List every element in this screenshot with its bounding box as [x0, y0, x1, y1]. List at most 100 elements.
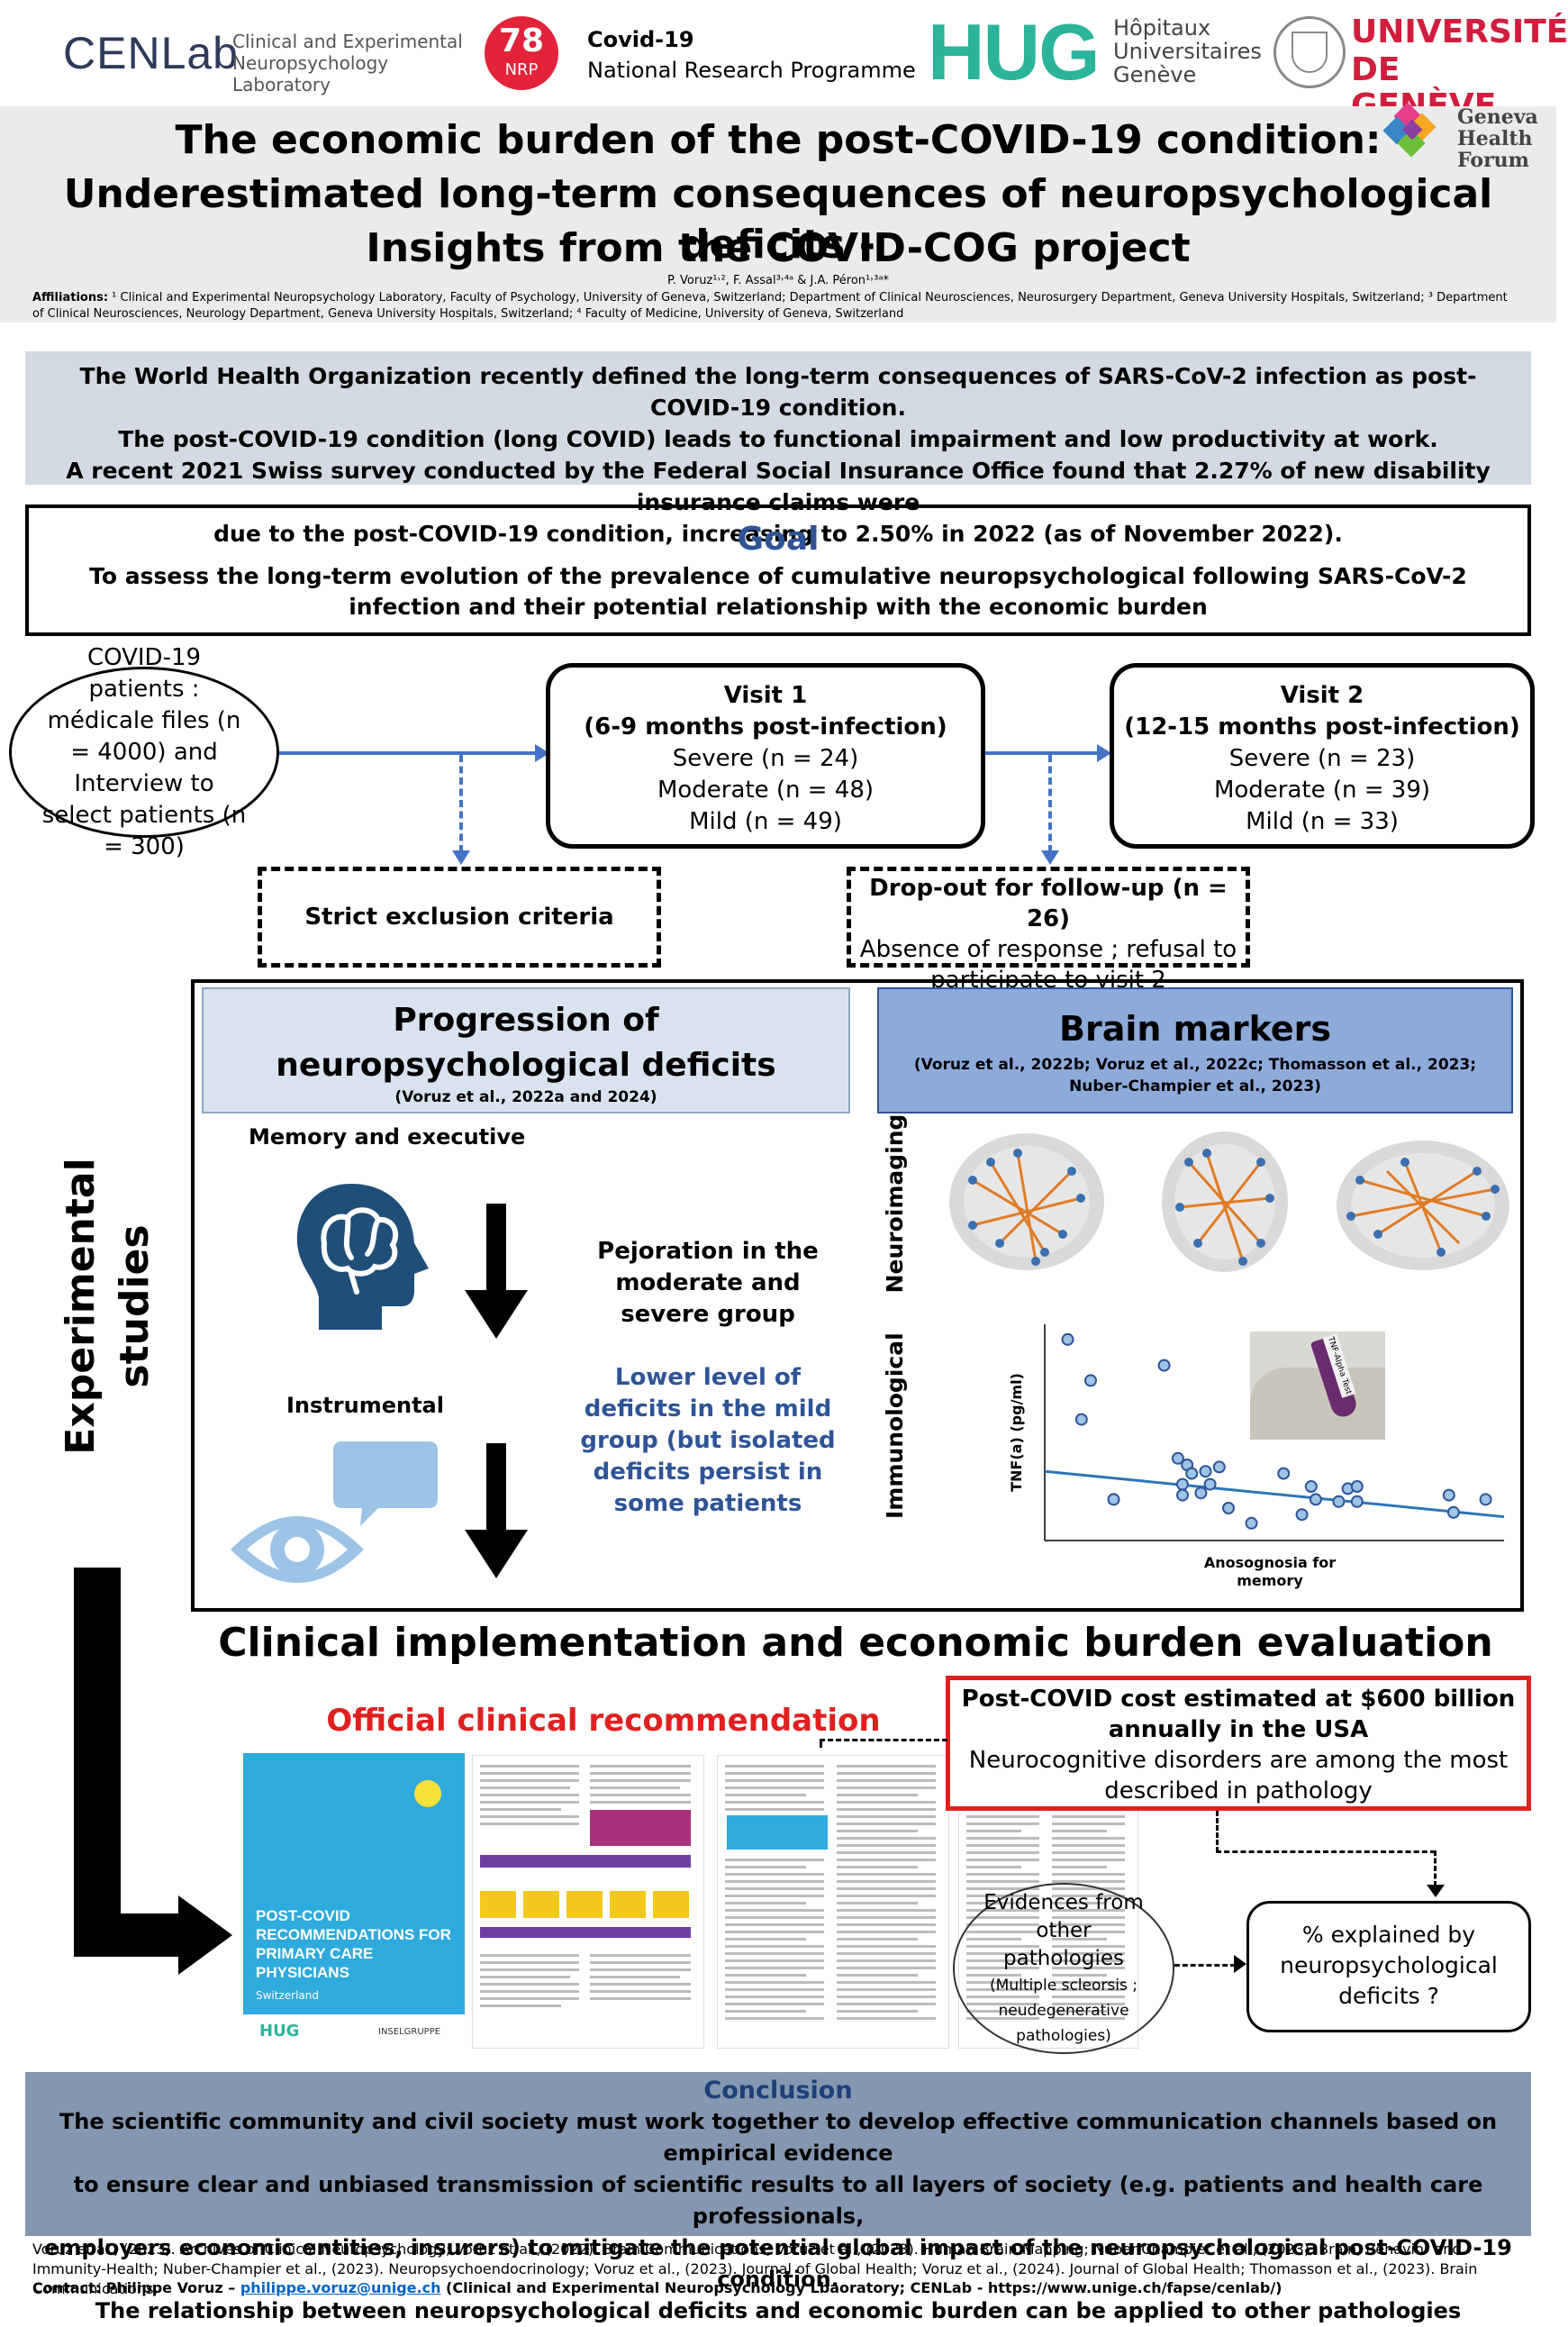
ghf-logo-icon: [1382, 102, 1441, 160]
arrowhead-icon: [1041, 850, 1059, 865]
lower-deficits-text: Lower level of deficits in the mild grou…: [580, 1364, 836, 1517]
dashed-arrow-dropout: [1048, 755, 1052, 852]
header-band: CENLab Clinical and Experimental Neurops…: [0, 0, 1568, 124]
scatter-point: [1084, 1374, 1097, 1387]
goal-title: Goal: [737, 521, 820, 558]
conclusion-line2: to ensure clear and unbiased transmissio…: [73, 2172, 1483, 2229]
visit2-mild: Mild (n = 33): [1246, 808, 1399, 835]
nrp-number: 78: [498, 23, 545, 59]
recommendation-page1: [472, 1755, 704, 2049]
scatter-point: [1309, 1493, 1322, 1506]
exclusion-box: Strict exclusion criteria: [258, 867, 661, 968]
visit1-severe: Severe (n = 24): [672, 745, 859, 772]
intro-line2: The post-COVID-19 condition (long COVID)…: [118, 426, 1438, 452]
cover-hug: HUG: [259, 2022, 300, 2041]
contact-label: Contact: Philippe Voruz –: [32, 2279, 240, 2296]
visit1-subtitle: (6-9 months post-infection): [584, 714, 947, 741]
cost-text: Neurocognitive disorders are among the m…: [968, 1747, 1509, 1804]
scatter-point: [1157, 1359, 1171, 1372]
dashed-connector: [820, 1739, 947, 1741]
conclusion-line4: The relationship between neuropsychologi…: [95, 2298, 1462, 2323]
recommendation-page2: [717, 1755, 949, 2049]
patients-text: COVID-19 patients : médicale files (n = …: [41, 643, 247, 860]
cost-box: Post-COVID cost estimated at $600 billio…: [946, 1676, 1531, 1811]
arrowhead-icon: [1427, 1885, 1445, 1897]
cenlab-subtitle: Clinical and Experimental Neuropsycholog…: [232, 31, 463, 95]
scatter-point: [1350, 1480, 1364, 1493]
dashed-connector: [1216, 1811, 1219, 1852]
scatter-point: [1199, 1465, 1212, 1478]
arrowhead-icon: [1234, 1955, 1246, 1973]
clinical-title: Clinical implementation and economic bur…: [218, 1620, 1493, 1666]
eye-speech-icon: [225, 1432, 441, 1595]
visit1-moderate: Moderate (n = 48): [657, 777, 875, 804]
scatter-point: [1350, 1495, 1364, 1508]
evidence-oval: Evidences from other pathologies (Multip…: [953, 1883, 1174, 2054]
cenlab-logo: CENLab: [63, 28, 239, 78]
experimental-box: [191, 979, 1524, 1612]
nrp-label: NRP: [504, 60, 539, 79]
scatter-point: [1171, 1451, 1184, 1465]
visit1-mild: Mild (n = 49): [689, 808, 842, 835]
arrow-visit1-visit2: [985, 751, 1099, 755]
down-arrow-icon: [465, 1204, 528, 1342]
scatter-point: [1203, 1477, 1217, 1491]
immunological-label: Immunological: [882, 1332, 908, 1519]
experimental-side-label: Experimental studies: [58, 1158, 158, 1455]
brain-image-3: [1337, 1141, 1509, 1270]
scatter-point: [1332, 1495, 1346, 1508]
scatter-point: [1304, 1480, 1318, 1493]
progression-ref: (Voruz et al., 2022a and 2024): [394, 1088, 657, 1106]
scatter-point: [1212, 1460, 1226, 1474]
evidence-small: (Multiple scleorsis ; neudegenerative pa…: [990, 1976, 1137, 2045]
cover-insel: INSELGRUPPE: [378, 2027, 441, 2037]
conclusion-box: Conclusion The scientific community and …: [25, 2072, 1531, 2323]
affiliations: Affiliations: ¹ Clinical and Experimenta…: [32, 290, 1509, 323]
scatter-point: [1074, 1413, 1088, 1426]
title-band: [0, 106, 1556, 323]
brain-markers-title: Brain markers: [1058, 1009, 1331, 1049]
scatter-point: [1222, 1502, 1235, 1514]
recommendation-cover: POST-COVID RECOMMENDATIONS FOR PRIMARY C…: [243, 1753, 465, 2050]
official-recommendation: Official clinical recommendation: [326, 1703, 881, 1739]
scatter-point: [1442, 1488, 1455, 1502]
intro-line1: The World Health Organization recently d…: [79, 363, 1477, 421]
progression-title: Progression of neuropsychological defici…: [276, 1002, 776, 1084]
scatter-point: [1479, 1493, 1492, 1506]
visit2-title: Visit 2: [1280, 682, 1364, 709]
affiliations-text: ¹ Clinical and Experimental Neuropsychol…: [32, 291, 1508, 321]
visit2-subtitle: (12-15 months post-infection): [1124, 714, 1520, 741]
intro-line3: A recent 2021 Swiss survey conducted by …: [66, 458, 1491, 515]
scatter-point: [1245, 1516, 1258, 1530]
evidence-text: Evidences from other pathologies: [983, 1890, 1144, 1970]
scatter-point: [1176, 1477, 1189, 1491]
dashed-connector: [820, 1739, 822, 1748]
intro-box: The World Health Organization recently d…: [25, 351, 1531, 547]
goal-text: To assess the long-term evolution of the…: [89, 563, 1467, 620]
ghf-text: Geneva Health Forum: [1457, 105, 1538, 172]
pejoration-text: Pejoration in the moderate and severe gr…: [597, 1238, 819, 1328]
conclusion-title: Conclusion: [703, 2077, 853, 2104]
affiliations-label: Affiliations:: [32, 291, 109, 305]
goal-box: Goal To assess the long-term evolution o…: [25, 504, 1531, 636]
arrowhead-icon: [1097, 744, 1111, 762]
dropout-title: Drop-out for follow-up (n = 26): [869, 875, 1228, 932]
visit2-severe: Severe (n = 23): [1228, 745, 1416, 772]
visit2-box: Visit 2 (12-15 months post-infection) Se…: [1110, 663, 1535, 849]
instrumental-label: Instrumental: [286, 1393, 444, 1418]
poster-title-line1: The economic burden of the post-COVID-19…: [175, 117, 1382, 163]
contact-email-link[interactable]: philippe.voruz@unige.ch: [240, 2279, 441, 2296]
dashed-connector: [1216, 1850, 1436, 1853]
explained-text: % explained by neuropsychological defici…: [1280, 1922, 1498, 2009]
l-arrow-horizontal: [74, 1913, 182, 1957]
patients-oval: COVID-19 patients : médicale files (n = …: [9, 644, 279, 860]
scatter-point: [1061, 1332, 1074, 1346]
partner-logos: [924, 0, 1554, 106]
progression-header: Progression of neuropsychological defici…: [202, 987, 850, 1114]
down-arrow-icon: [465, 1443, 528, 1582]
conclusion-line1: The scientific community and civil socie…: [59, 2109, 1498, 2166]
hug-subtitle: Hôpitaux Universitaires Genève: [1113, 15, 1262, 87]
